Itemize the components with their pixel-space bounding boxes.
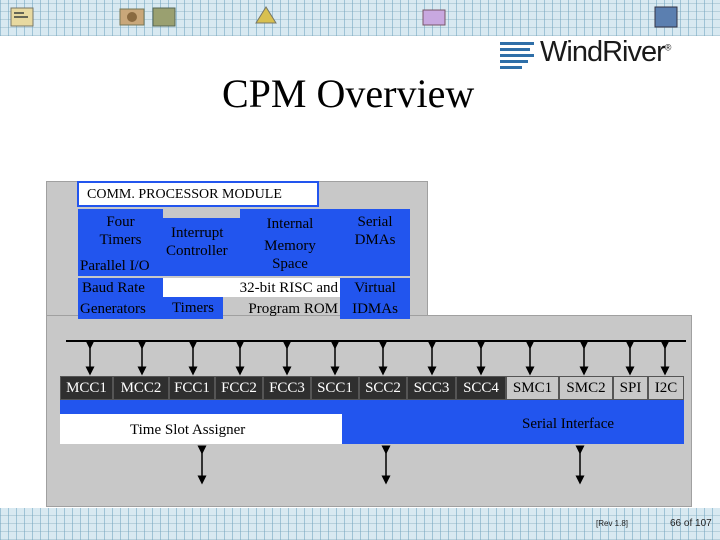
periph-scc3: SCC3 xyxy=(407,376,456,400)
page-number: 66 of 107 xyxy=(670,518,712,529)
periph-spi: SPI xyxy=(613,376,648,400)
periph-smc1: SMC1 xyxy=(506,376,559,400)
serial-strip xyxy=(60,400,342,414)
document-icon xyxy=(10,7,34,27)
module-label: COMM. PROCESSOR MODULE xyxy=(77,181,319,207)
timers-block: Timers xyxy=(163,297,223,319)
decorative-footer-band xyxy=(0,508,720,540)
serial-interface: Serial Interface xyxy=(342,400,684,444)
chip-icon xyxy=(255,6,277,24)
periph-fcc1: FCC1 xyxy=(169,376,215,400)
decorative-header-band xyxy=(0,0,720,36)
windriver-logo-text: WindRiver® xyxy=(540,36,671,68)
periph-smc2: SMC2 xyxy=(559,376,613,400)
revision-label: [Rev 1.8] xyxy=(596,519,629,528)
photo-icon xyxy=(119,8,145,26)
parallel-io-block: Parallel I/O xyxy=(78,257,163,276)
board-icon xyxy=(152,7,176,27)
time-slot-assigner: Time Slot Assigner xyxy=(60,414,342,444)
interrupt-filler xyxy=(163,266,240,276)
periph-mcc1: MCC1 xyxy=(60,376,113,400)
periph-scc2: SCC2 xyxy=(359,376,407,400)
display-icon xyxy=(654,6,678,28)
page-title: CPM Overview xyxy=(222,71,475,116)
periph-scc4: SCC4 xyxy=(456,376,506,400)
folder-icon xyxy=(422,9,446,26)
periph-i2c: I2C xyxy=(648,376,684,400)
risc-background xyxy=(163,278,340,297)
periph-scc1: SCC1 xyxy=(311,376,359,400)
windriver-logo-mark xyxy=(500,42,534,69)
periph-fcc2: FCC2 xyxy=(215,376,263,400)
periph-fcc3: FCC3 xyxy=(263,376,311,400)
periph-mcc2: MCC2 xyxy=(113,376,169,400)
